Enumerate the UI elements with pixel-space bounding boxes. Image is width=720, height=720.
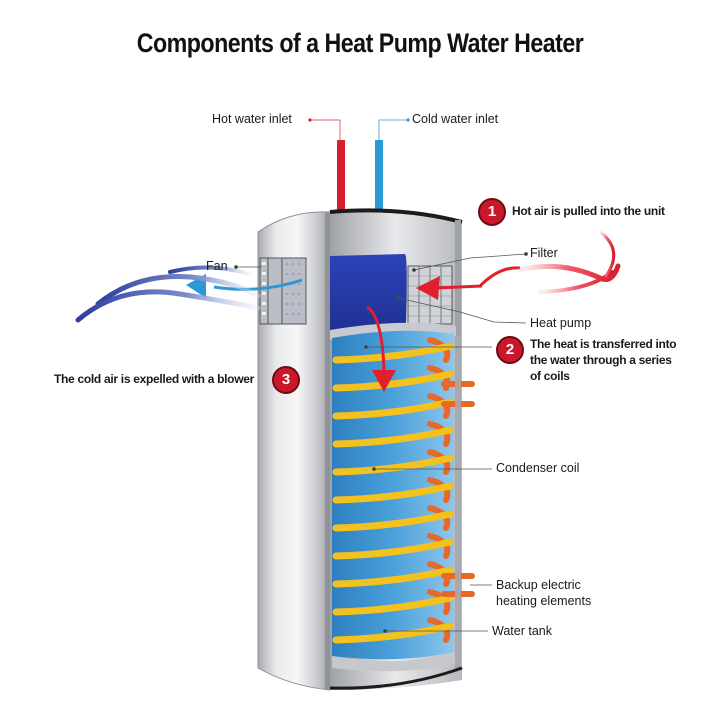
diagram-title: Components of a Heat Pump Water Heater <box>136 28 584 58</box>
step-2-text-line1: The heat is transferred into <box>530 337 677 351</box>
step-badge-1: 1 <box>478 198 506 226</box>
leader-lines <box>234 252 528 633</box>
hot-water-pipe <box>337 140 345 260</box>
heat-pump-unit <box>330 254 407 338</box>
heat-flow-arrow <box>366 305 396 392</box>
hot-air-arrow <box>416 266 521 300</box>
label-backup-elements-line1: Backup electric <box>496 578 581 592</box>
label-backup-elements-line2: heating elements <box>496 594 592 608</box>
label-cold-water-inlet: Cold water inlet <box>412 112 499 126</box>
cold-air-waves <box>75 265 261 323</box>
step-1-text: Hot air is pulled into the unit <box>512 204 665 218</box>
step-3-text: The cold air is expelled with a blower <box>54 372 254 386</box>
label-heat-pump: Heat pump <box>530 316 592 330</box>
condenser-coil <box>332 342 454 644</box>
label-water-tank: Water tank <box>492 624 552 638</box>
label-hot-water-inlet: Hot water inlet <box>212 112 292 126</box>
step-2-text-line3: of coils <box>530 369 570 383</box>
step-badge-3: 3 <box>272 366 300 394</box>
label-filter: Filter <box>530 246 558 260</box>
label-condenser-coil: Condenser coil <box>496 461 580 475</box>
fan-grille <box>259 257 307 325</box>
label-fan: Fan <box>206 259 228 273</box>
hot-air-waves <box>517 230 621 294</box>
step-2-text-line2: the water through a series <box>530 353 672 367</box>
cold-water-pipe <box>375 140 383 260</box>
step-badge-2: 2 <box>496 336 524 364</box>
